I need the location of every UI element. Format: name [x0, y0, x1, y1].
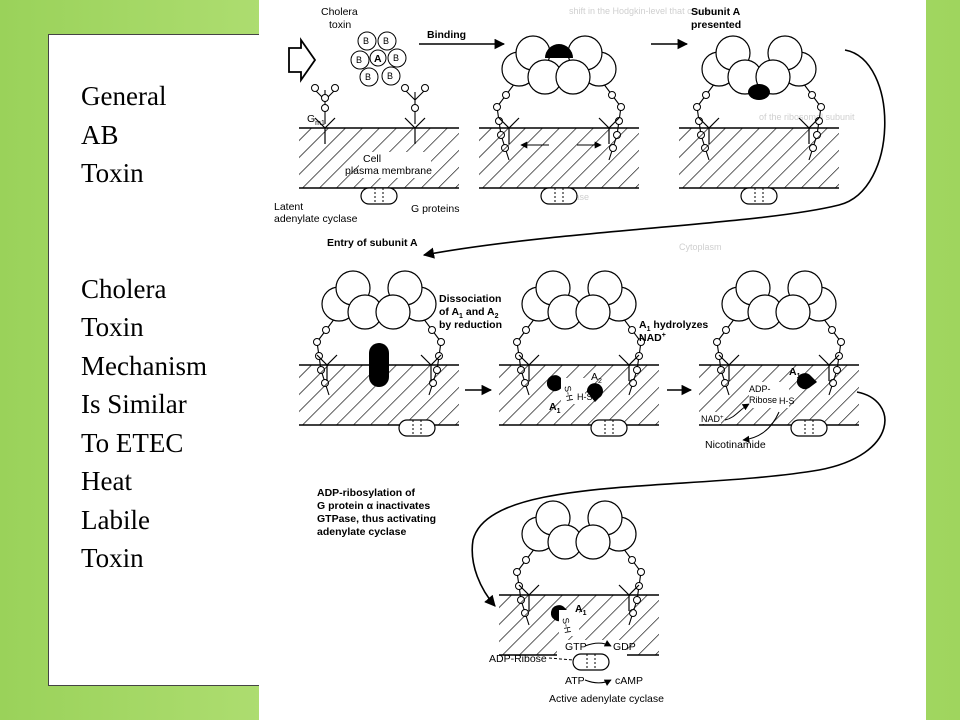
gm1-receptors	[311, 84, 429, 124]
nicotinamide-label: Nicotinamide	[705, 439, 766, 451]
camp-label: cAMP	[615, 675, 643, 687]
slide-line: Labile	[81, 504, 150, 535]
svg-text:S-H: S-H	[562, 385, 575, 402]
slide-line: Mechanism	[81, 350, 207, 381]
slide-line: To ETEC	[81, 427, 184, 458]
slide-text-panel: General AB Toxin Cholera Toxin Mechanism…	[48, 34, 262, 686]
panel-binding-2: Subunit A presented	[478, 6, 741, 205]
gdp-label: GDP	[613, 641, 636, 653]
adp-ribose-label: ADP-Ribose	[489, 653, 547, 665]
mechanism-diagram: shift in the Hodgkin-level that causes o…	[274, 6, 886, 706]
g-protein-active	[572, 653, 610, 671]
svg-text:of the ribosomal subunit: of the ribosomal subunit	[759, 112, 855, 122]
slide-line: Is Similar	[81, 389, 187, 419]
slide-line: Toxin	[81, 543, 144, 573]
svg-text:B: B	[363, 36, 369, 46]
slide-line: General	[81, 81, 167, 111]
svg-text:shift in the Hodgkin-level tha: shift in the Hodgkin-level that causes	[569, 6, 716, 16]
adp-ribosylation-label-3: GTPase, thus activating	[317, 513, 436, 525]
latent-cyclase-label-1: Latent	[274, 201, 303, 213]
svg-text:Cytoplasm: Cytoplasm	[679, 242, 722, 252]
a1-hydrolyzes-label-2: NAD+	[639, 332, 666, 344]
dissociation-label-3: by reduction	[439, 319, 502, 331]
gtp-label: GTP	[565, 641, 587, 653]
adp-ribose-box-label-1: ADP-	[749, 384, 771, 394]
svg-text:H-S: H-S	[577, 392, 593, 402]
slide-line: Toxin	[81, 312, 144, 342]
g-proteins-label: G proteins	[411, 203, 459, 215]
a1-label-2: A1	[789, 366, 801, 380]
slide-line: Cholera	[81, 273, 167, 304]
subunit-a-entering	[369, 343, 389, 387]
cholera-toxin-figure: shift in the Hodgkin-level that causes o…	[259, 0, 926, 720]
dissociation-label-1: Dissociation	[439, 293, 501, 305]
subunit-a-label-1: Subunit A	[691, 6, 741, 18]
binding-label: Binding	[427, 29, 466, 41]
a1-label: A1	[549, 401, 561, 415]
final-connector-arrow	[471, 391, 886, 607]
dissociation-label-2: of A1 and A2	[439, 306, 499, 320]
latent-cyclase-label-2: adenylate cyclase	[274, 213, 358, 225]
panel-dissociation: S-H H-S A2 A1 A1 hydrolyzes NAD+	[498, 270, 708, 437]
cell-membrane-label-1: Cell	[363, 153, 381, 165]
active-cyclase-label: Active adenylate cyclase	[549, 693, 664, 705]
panel-subunit-a-presented	[678, 35, 840, 205]
cholera-toxin-label-1: Cholera	[321, 6, 358, 18]
adp-ribose-box-label-2: Ribose	[749, 395, 777, 405]
subunit-a-dark	[545, 44, 573, 58]
toxin-subunits: B B B B A B B	[350, 31, 407, 87]
svg-text:B: B	[387, 71, 393, 81]
svg-text:B: B	[383, 36, 389, 46]
a1-label-3: A1	[575, 603, 587, 617]
atp-label: ATP	[565, 675, 585, 687]
a2-label: A2	[591, 371, 602, 385]
cholera-toxin-label-2: toxin	[329, 19, 351, 31]
panel-hydrolysis: ADP- Ribose H-S A1 NAD+ Nicotinamide	[698, 270, 860, 451]
svg-text:B: B	[393, 53, 399, 63]
svg-text:H-S: H-S	[779, 396, 795, 406]
panel-binding: Cholera toxin B B B B A B B Binding	[274, 6, 506, 225]
adp-ribosylation-label-2: G protein α inactivates	[317, 500, 430, 512]
adp-ribosylation-label-4: adenylate cyclase	[317, 526, 406, 538]
entry-subunit-a-label: Entry of subunit A	[327, 237, 418, 249]
entry-connector-arrow	[422, 49, 886, 259]
a2-fragment	[586, 383, 603, 402]
a1-hydrolyzes-label-1: A1 hydrolyzes	[639, 319, 708, 333]
subunit-a-label-2: presented	[691, 19, 741, 31]
slide-line: AB	[81, 119, 119, 150]
svg-text:B: B	[365, 72, 371, 82]
line-gap	[81, 193, 207, 270]
g-protein-1	[360, 187, 398, 205]
panel-entry: Dissociation of A1 and A2 by reduction	[298, 270, 502, 437]
svg-text:S-H: S-H	[560, 617, 573, 634]
nad-plus-label: NAD+	[701, 414, 724, 424]
slide-line: Heat	[81, 466, 132, 496]
svg-text:B: B	[356, 55, 362, 65]
slide-line: Toxin	[81, 158, 144, 188]
panel-active-cyclase: S-H A1 GTP GDP ADP-Ribose ATP cAMP Activ…	[489, 500, 664, 706]
cell-membrane-label-2: plasma membrane	[345, 165, 432, 177]
svg-text:A: A	[374, 53, 382, 65]
slide-text: General AB Toxin Cholera Toxin Mechanism…	[81, 77, 207, 578]
pointer-arrow-icon	[288, 37, 317, 83]
subunit-a-presented-dark	[748, 84, 770, 100]
adp-ribosylation-label-1: ADP-ribosylation of	[317, 487, 416, 499]
